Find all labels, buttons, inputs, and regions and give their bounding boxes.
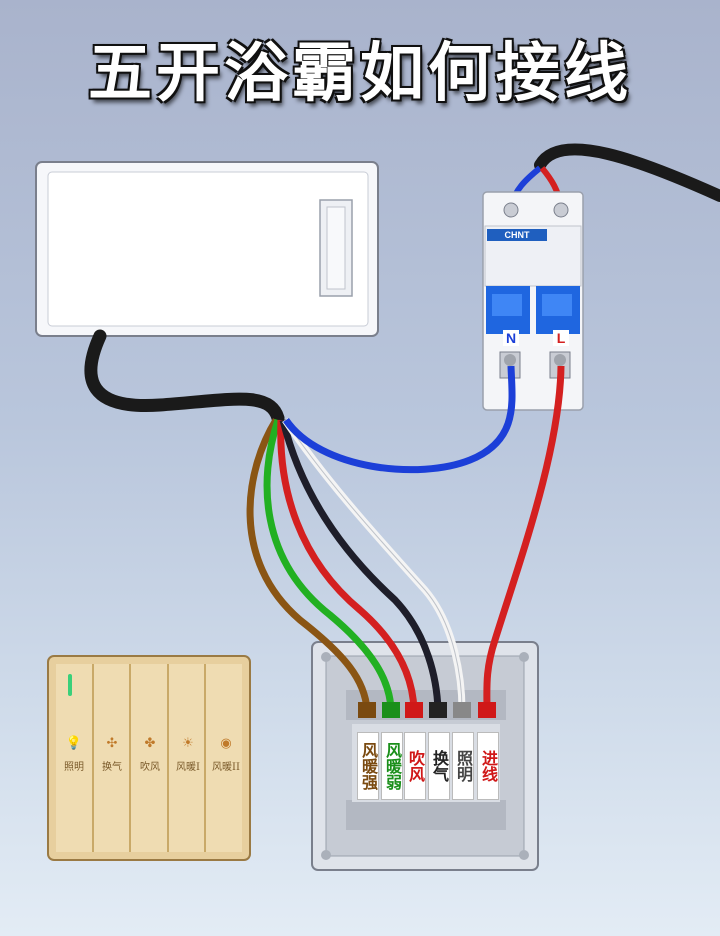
switch-button-icon[interactable]: ✣ <box>106 736 118 751</box>
switch-button-icon[interactable]: ◉ <box>220 736 232 751</box>
indicator-led <box>68 674 72 696</box>
wire-red-live <box>483 365 565 711</box>
wire-red-switch <box>277 419 418 711</box>
switch-button-caption: 风暖I <box>176 762 200 773</box>
switch-button-caption: 风暖II <box>212 762 240 773</box>
terminal-screws <box>358 702 496 718</box>
terminal-label: 风暖弱 <box>381 732 403 800</box>
bath-heater-unit <box>35 161 379 337</box>
wire-black <box>279 419 442 711</box>
five-gang-switch <box>47 655 251 861</box>
switch-button-icon[interactable]: ☀ <box>182 736 194 751</box>
switch-button-caption: 吹风 <box>140 762 160 773</box>
breaker-pole-l: L <box>553 330 569 346</box>
switch-button-caption: 换气 <box>102 762 122 773</box>
switch-button-caption: 照明 <box>64 762 84 773</box>
terminal-label: 吹风 <box>404 732 426 800</box>
terminal-label: 风暖强 <box>357 732 379 800</box>
breaker-brand: CHNT <box>487 229 547 241</box>
breaker-pole-n: N <box>503 330 519 346</box>
circuit-breaker <box>482 191 584 411</box>
wire-brown <box>246 418 371 711</box>
terminal-label: 换气 <box>428 732 450 800</box>
wire-blue-neutral <box>283 365 516 474</box>
switch-button-icon[interactable]: 💡 <box>65 736 83 751</box>
heater-cable <box>84 329 285 425</box>
switch-button-icon[interactable]: ✤ <box>144 736 156 751</box>
wire-white-outline <box>284 419 463 711</box>
terminal-label: 照明 <box>452 732 474 800</box>
terminal-label: 进线 <box>477 732 499 800</box>
page-title: 五开浴霸如何接线 <box>88 37 632 111</box>
incoming-cable <box>534 143 720 202</box>
wire-green <box>263 418 395 711</box>
